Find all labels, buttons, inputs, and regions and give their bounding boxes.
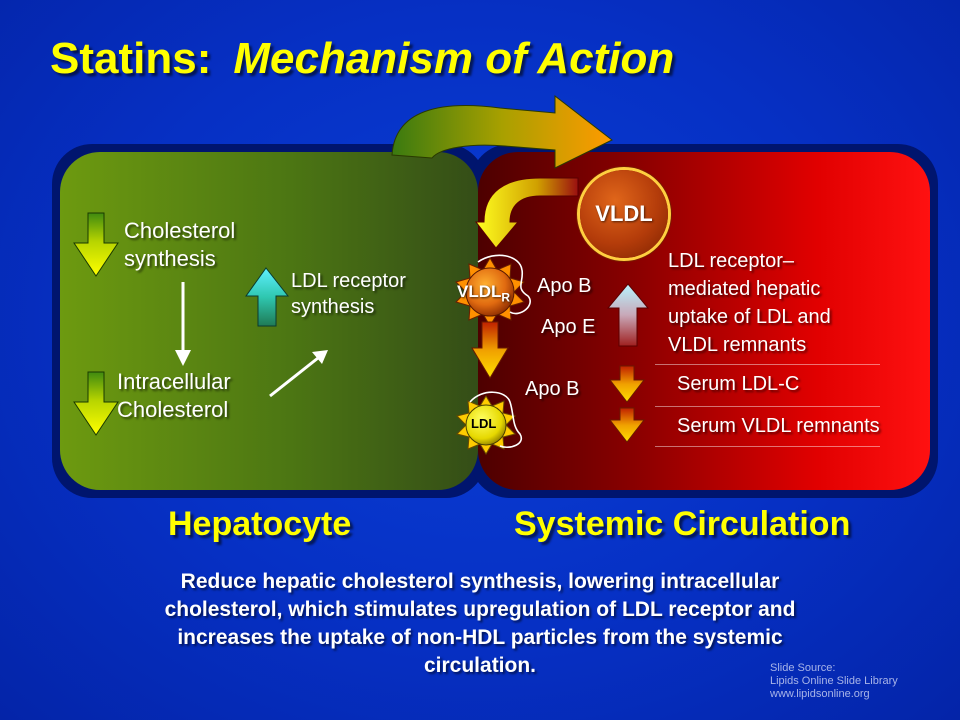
divider-2 [655, 406, 880, 407]
source-line-1: Slide Source: [770, 662, 836, 674]
uptake-text: LDL receptor– mediated hepatic uptake of… [668, 247, 831, 359]
conversion-curved-arrow [474, 177, 579, 249]
vldlr-label: VLDLR [457, 282, 510, 304]
apo-b-label-1: Apo B [537, 275, 592, 297]
vldlr-apo-ribbon [477, 254, 531, 315]
vldlr-to-ldl-arrow [471, 321, 509, 379]
intracellular-cholesterol-line-1: Intracellular [117, 369, 231, 394]
intracellular-cholesterol-down-arrow [73, 371, 119, 436]
vldlr-label-sub: R [501, 290, 511, 305]
vldl-label: VLDL [595, 201, 653, 226]
ldl-receptor-synthesis-line-2: synthesis [291, 296, 375, 318]
vldlr-label-main: VLDL [457, 282, 502, 301]
ldl-particle [456, 391, 523, 455]
ldl-apo-ribbon [469, 391, 523, 449]
summary-text: Reduce hepatic cholesterol synthesis, lo… [40, 568, 920, 680]
slide-source: Slide Source: Lipids Online Slide Librar… [770, 662, 898, 701]
cholesterol-synthesis-line-2: synthesis [124, 246, 216, 271]
source-line-2: Lipids Online Slide Library [770, 675, 898, 687]
summary-line-2: cholesterol, which stimulates upregulati… [164, 598, 796, 621]
divider-1 [655, 364, 880, 365]
summary-line-3: increases the uptake of non-HDL particle… [177, 626, 783, 649]
serum-ldl-text: Serum LDL-C [677, 373, 800, 395]
circulation-panel [478, 152, 930, 490]
source-line-3: www.lipidsonline.org [770, 688, 870, 700]
uptake-line-1: LDL receptor– [668, 250, 794, 272]
ldl-receptor-synthesis-line-1: LDL receptor [291, 270, 406, 292]
cholesterol-synthesis-text: Cholesterol synthesis [124, 217, 235, 273]
vldlr-particle [455, 254, 531, 327]
ldl-label: LDL [471, 416, 497, 431]
title-sub: Mechanism of Action [233, 34, 675, 83]
intracellular-cholesterol-line-2: Cholesterol [117, 397, 229, 422]
ldl-receptor-synthesis-up-arrow [245, 267, 290, 327]
divider-3 [655, 446, 880, 447]
apo-b-label-2: Apo B [525, 378, 580, 400]
systemic-circulation-label: Systemic Circulation [514, 505, 851, 543]
title-main: Statins: [50, 34, 212, 83]
synthesis-to-cholesterol-arrow [175, 282, 191, 366]
intracellular-cholesterol-text: Intracellular Cholesterol [117, 368, 231, 424]
cholesterol-synthesis-down-arrow [73, 212, 119, 277]
serum-vldl-down-arrow [608, 407, 646, 443]
summary-line-1: Reduce hepatic cholesterol synthesis, lo… [180, 570, 780, 593]
serum-vldl-text: Serum VLDL remnants [677, 415, 880, 437]
ldl-receptor-synthesis-text: LDL receptor synthesis [291, 268, 406, 320]
uptake-line-3: uptake of LDL and [668, 306, 831, 328]
slide-title: Statins: Mechanism of Action [50, 34, 674, 84]
vldl-particle: VLDL [580, 170, 668, 258]
summary-line-4: circulation. [423, 654, 537, 677]
serum-ldl-down-arrow [608, 365, 646, 403]
cholesterol-to-receptor-arrow [269, 350, 328, 398]
apo-e-label: Apo E [541, 316, 596, 338]
hepatocyte-label: Hepatocyte [168, 505, 352, 543]
uptake-up-arrow [606, 283, 650, 347]
uptake-line-2: mediated hepatic [668, 278, 821, 300]
secretion-curved-arrow [391, 94, 613, 169]
cholesterol-synthesis-line-1: Cholesterol [124, 218, 236, 243]
uptake-line-4: VLDL remnants [668, 334, 807, 356]
